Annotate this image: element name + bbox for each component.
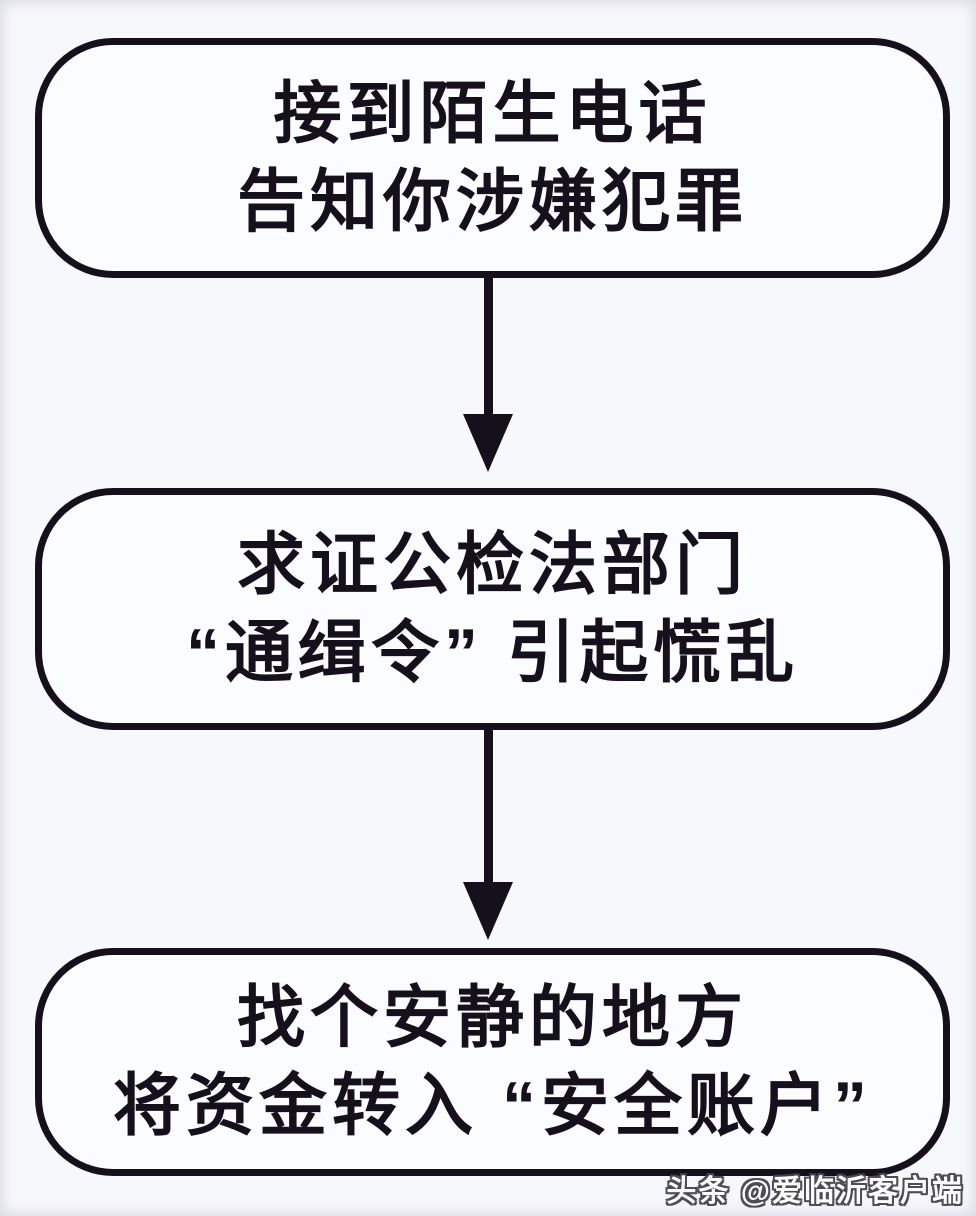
- flow-step-2-line-1: 求证公检法部门: [236, 527, 748, 603]
- flow-step-1-line-2: 告知你涉嫌犯罪: [236, 164, 748, 240]
- arrow-head-icon: [463, 882, 513, 940]
- flow-step-2-line-2: “通缉令” 引起慌乱: [186, 615, 799, 691]
- flow-step-1-line-1: 接到陌生电话: [273, 76, 712, 152]
- arrow-down-icon: [0, 278, 976, 472]
- flow-step-3-box: 找个安静的地方 将资金转入 “安全账户”: [35, 948, 950, 1176]
- flow-step-3-line-1: 找个安静的地方: [236, 980, 748, 1056]
- arrow-shaft: [483, 730, 493, 882]
- arrow-shaft: [483, 278, 493, 414]
- flow-step-2-box: 求证公检法部门 “通缉令” 引起慌乱: [35, 488, 950, 730]
- watermark: 头条 @爱临沂客户端: [666, 1175, 964, 1208]
- flow-step-1-box: 接到陌生电话 告知你涉嫌犯罪: [35, 38, 950, 278]
- arrow-head-icon: [463, 414, 513, 472]
- arrow-down-icon: [0, 730, 976, 940]
- flow-step-3-line-2: 将资金转入 “安全账户”: [113, 1068, 872, 1144]
